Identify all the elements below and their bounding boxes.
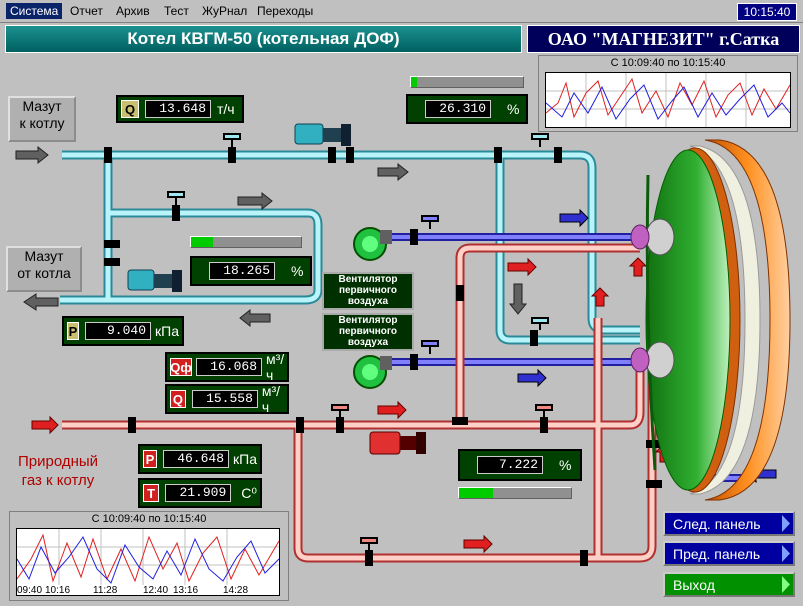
valve-top-bar-fill [411, 77, 417, 87]
gas-flow-f-unit: м³/ч [266, 351, 285, 383]
trend-bottom-plot: 09:40 10:16 11:28 12:40 13:16 14:28 [16, 528, 280, 596]
gas-flow-f-display: Qф 16.068 м³/ч [165, 351, 289, 383]
menu-zhurnal[interactable]: ЖуРнал [202, 4, 248, 18]
clock: 10:15:40 [737, 3, 797, 21]
valve-gas-display: 7.222 % [458, 449, 582, 481]
trend-bottom-title: С 10:09:40 по 10:15:40 [91, 513, 207, 525]
trend-tick-2: 11:28 [93, 585, 118, 596]
valve-top-unit: % [507, 101, 520, 117]
chevron-right-icon [782, 576, 790, 593]
prev-panel-button[interactable]: Пред. панель [663, 541, 795, 566]
fan-2 [353, 355, 392, 389]
boiler [630, 139, 791, 501]
menu-arhiv[interactable]: Архив [116, 4, 150, 18]
label-mazut-out: Мазут от котла [6, 246, 82, 292]
gas-temp-display: T 21.909 С⁰ [138, 478, 262, 508]
trend-tick-4: 13:16 [173, 585, 198, 596]
fan-label-2: Вентилятор первичного воздуха [322, 313, 414, 351]
tag-p-gas: P [143, 450, 158, 468]
pump-gas [369, 431, 426, 455]
trend-top[interactable]: С 10:09:40 по 10:15:40 [538, 55, 798, 132]
menu-otchet[interactable]: Отчет [70, 4, 103, 18]
mazut-flow-value: 13.648 [145, 100, 211, 118]
valve-top-bar [410, 76, 524, 88]
next-panel-label: След. панель [673, 515, 761, 532]
valve-mid-bar-fill [191, 237, 213, 247]
tag-qf: Qф [170, 358, 192, 376]
gas-temp-value: 21.909 [165, 484, 232, 502]
pump-mid [127, 269, 182, 292]
exit-label: Выход [673, 576, 715, 593]
mazut-pressure-display: P 9.040 кПа [62, 316, 184, 346]
valve-gas-bar [458, 487, 572, 499]
gas-flow-unit: м³/ч [261, 383, 281, 415]
valve-mid-display: 18.265 % [190, 256, 312, 286]
fan-1 [353, 227, 392, 261]
trend-bottom[interactable]: С 10:09:40 по 10:15:40 09:40 10:16 11:28… [9, 511, 289, 601]
gas-pressure-unit: кПа [233, 451, 257, 467]
trend-tick-3: 12:40 [143, 585, 168, 596]
tag-p: P [67, 322, 80, 340]
valve-top-display: 26.310 % [406, 94, 528, 124]
menu-perehody[interactable]: Переходы [257, 4, 314, 18]
prev-panel-label: Пред. панель [673, 545, 761, 562]
trend-tick-0: 09:40 [17, 585, 42, 596]
trend-top-plot [545, 72, 791, 128]
trend-tick-5: 14:28 [223, 585, 248, 596]
gas-pressure-value: 46.648 [163, 450, 230, 468]
chevron-right-icon [782, 545, 790, 562]
pump-top [294, 123, 351, 146]
valve-mid-unit: % [291, 263, 304, 279]
gas-temp-unit: С⁰ [241, 484, 257, 501]
valve-mid-bar [190, 236, 302, 248]
mazut-flow-unit: т/ч [217, 101, 235, 117]
tag-t: T [143, 484, 160, 502]
page-title: Котел КВГМ-50 (котельная ДОФ) [5, 25, 522, 53]
menu-sistema[interactable]: Система [6, 3, 63, 19]
mazut-flow-display: Q 13.648 т/ч [116, 95, 244, 123]
chevron-right-icon [782, 515, 790, 532]
exit-button[interactable]: Выход [663, 572, 795, 597]
gas-pressure-display: P 46.648 кПа [138, 444, 262, 474]
tag-q-gas: Q [170, 390, 186, 408]
fan-label-1: Вентилятор первичного воздуха [322, 272, 414, 310]
label-mazut-in: Мазут к котлу [8, 96, 76, 142]
mazut-pressure-value: 9.040 [85, 322, 152, 340]
valve-gas-unit: % [559, 457, 572, 473]
menu-bar: Система Отчет Архив Тест ЖуРнал Переходы… [0, 0, 803, 23]
label-gas: Природный газ к котлу [17, 453, 99, 489]
valve-mid-value: 18.265 [209, 262, 275, 280]
gas-flow-f-value: 16.068 [196, 358, 262, 376]
tag-q: Q [121, 100, 139, 118]
trend-top-title: С 10:09:40 по 10:15:40 [610, 57, 726, 69]
gas-flow-value: 15.558 [191, 390, 258, 408]
valve-gas-value: 7.222 [477, 456, 543, 474]
next-panel-button[interactable]: След. панель [663, 511, 795, 536]
valve-top-value: 26.310 [425, 100, 491, 118]
menu-test[interactable]: Тест [164, 4, 189, 18]
gas-flow-display: Q 15.558 м³/ч [165, 383, 289, 415]
trend-tick-1: 10:16 [45, 585, 70, 596]
company-title: ОАО "МАГНЕЗИТ" г.Сатка [527, 25, 800, 53]
mazut-pressure-unit: кПа [155, 323, 179, 339]
valve-gas-bar-fill [459, 488, 493, 498]
